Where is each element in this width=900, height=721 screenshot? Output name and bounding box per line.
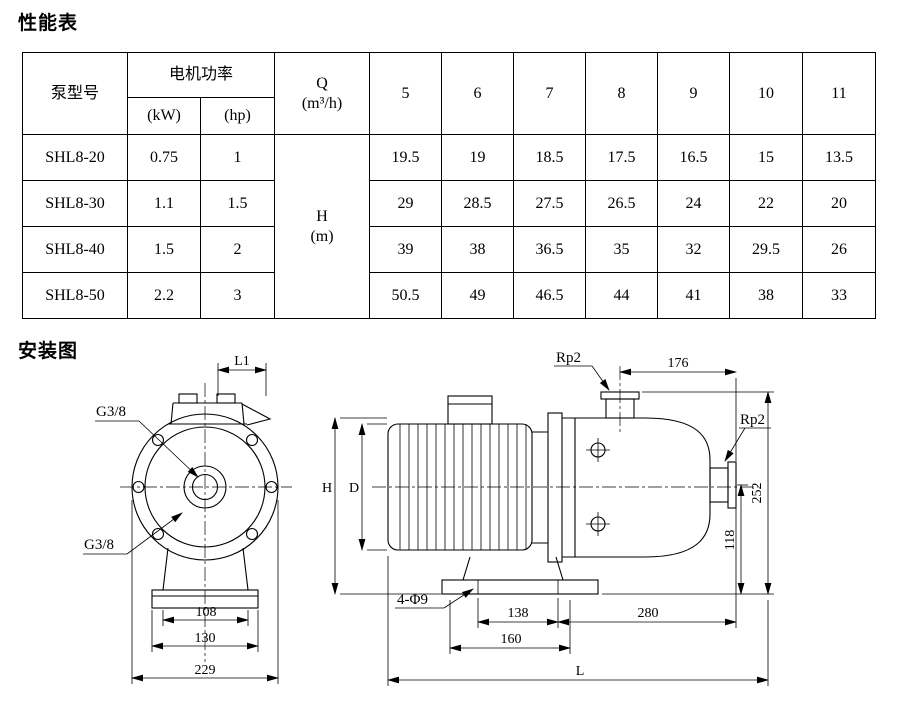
installation-diagram-title: 安装图 bbox=[18, 341, 79, 362]
dim-label-118: 118 bbox=[723, 530, 738, 550]
motor-power-header: 电机功率 bbox=[127, 52, 275, 98]
flow-value-header: 11 bbox=[802, 52, 876, 135]
tie-bolt bbox=[586, 438, 610, 462]
pump-model-cell: SHL8-30 bbox=[22, 180, 128, 227]
terminal-box bbox=[447, 395, 493, 425]
pump-model-cell: SHL8-40 bbox=[22, 226, 128, 273]
dim-label-l: L bbox=[576, 664, 585, 679]
performance-table-title: 性能表 bbox=[18, 13, 79, 34]
dim-label-108: 108 bbox=[196, 605, 217, 620]
head-cell: 19 bbox=[441, 134, 514, 181]
dim-label-l1: L1 bbox=[234, 354, 250, 369]
head-cell: 33 bbox=[802, 272, 876, 319]
kw-cell: 0.75 bbox=[127, 134, 201, 181]
holes-label: 4-Φ9 bbox=[397, 592, 428, 608]
head-cell: 19.5 bbox=[369, 134, 442, 181]
pump-model-header: 泵型号 bbox=[22, 52, 128, 135]
port-label-g38-bottom: G3/8 bbox=[84, 537, 114, 553]
head-cell: 16.5 bbox=[657, 134, 730, 181]
dim-label-160: 160 bbox=[501, 632, 522, 647]
table-row: SHL8-30 1.1 1.5 29 28.5 27.5 26.5 24 22 … bbox=[22, 180, 876, 227]
table-row: SHL8-50 2.2 3 50.5 49 46.5 44 41 38 33 bbox=[22, 272, 876, 319]
dim-label-138: 138 bbox=[508, 606, 529, 621]
head-cell: 41 bbox=[657, 272, 730, 319]
head-cell: 35 bbox=[585, 226, 658, 273]
kw-cell: 2.2 bbox=[127, 272, 201, 319]
header-row-1: 泵型号 电机功率 Q (m³/h) 5 6 7 8 9 10 11 bbox=[22, 52, 876, 135]
header-row-2: (kW) (hp) bbox=[23, 97, 876, 135]
motor-fins bbox=[399, 424, 527, 550]
head-header: H (m) bbox=[274, 134, 370, 319]
head-cell: 46.5 bbox=[513, 272, 586, 319]
head-header-h: H bbox=[316, 207, 328, 225]
port-label-g38-top: G3/8 bbox=[96, 404, 126, 420]
port-label-rp2-top: Rp2 bbox=[556, 350, 581, 366]
hp-cell: 3 bbox=[200, 272, 275, 319]
right-port-flange bbox=[727, 461, 737, 509]
head-cell: 50.5 bbox=[369, 272, 442, 319]
flow-value-header: 5 bbox=[369, 52, 442, 135]
flow-value-header: 8 bbox=[585, 52, 658, 135]
pump-front-view bbox=[131, 393, 279, 609]
pump-casing bbox=[562, 417, 711, 558]
head-cell: 49 bbox=[441, 272, 514, 319]
performance-table: 泵型号 电机功率 Q (m³/h) 5 6 7 8 9 10 11 (kW) (… bbox=[22, 52, 876, 319]
dim-label-229: 229 bbox=[195, 663, 216, 678]
head-cell: 32 bbox=[657, 226, 730, 273]
flow-header-q: Q bbox=[316, 74, 328, 92]
port-label-rp2-right: Rp2 bbox=[740, 412, 765, 428]
flange bbox=[547, 412, 563, 563]
head-cell: 44 bbox=[585, 272, 658, 319]
head-cell: 13.5 bbox=[802, 134, 876, 181]
table-row: SHL8-20 0.75 1 H (m) 19.5 19 18.5 17.5 1… bbox=[22, 134, 876, 319]
dim-label-130: 130 bbox=[195, 631, 216, 646]
flow-value-header: 10 bbox=[729, 52, 803, 135]
pump-side-view bbox=[387, 391, 737, 595]
hp-header: (hp) bbox=[200, 97, 275, 135]
head-cell: 38 bbox=[729, 272, 803, 319]
head-cell: 29.5 bbox=[729, 226, 803, 273]
kw-cell: 1.1 bbox=[127, 180, 201, 227]
head-cell: 22 bbox=[729, 180, 803, 227]
dim-label-176: 176 bbox=[668, 356, 689, 371]
dim-label-d: D bbox=[349, 481, 359, 496]
dim-label-280: 280 bbox=[638, 606, 659, 621]
head-cell: 38 bbox=[441, 226, 514, 273]
right-port bbox=[709, 467, 729, 503]
dim-label-h: H bbox=[322, 481, 332, 496]
base-plate bbox=[441, 579, 599, 595]
head-header-unit: (m) bbox=[310, 227, 334, 245]
tie-bolt bbox=[586, 512, 610, 536]
head-cell: 17.5 bbox=[585, 134, 658, 181]
pump-model-cell: SHL8-50 bbox=[22, 272, 128, 319]
dim-label-252: 252 bbox=[750, 483, 765, 504]
top-port bbox=[605, 398, 635, 419]
head-cell: 39 bbox=[369, 226, 442, 273]
head-cell: 28.5 bbox=[441, 180, 514, 227]
head-cell: 20 bbox=[802, 180, 876, 227]
flow-header-unit: (m³/h) bbox=[301, 94, 343, 112]
flow-header: Q (m³/h) bbox=[274, 52, 370, 135]
flow-value-header: 6 bbox=[441, 52, 514, 135]
hp-cell: 1 bbox=[200, 134, 275, 181]
head-cell: 29 bbox=[369, 180, 442, 227]
dimension-lines bbox=[83, 363, 774, 686]
